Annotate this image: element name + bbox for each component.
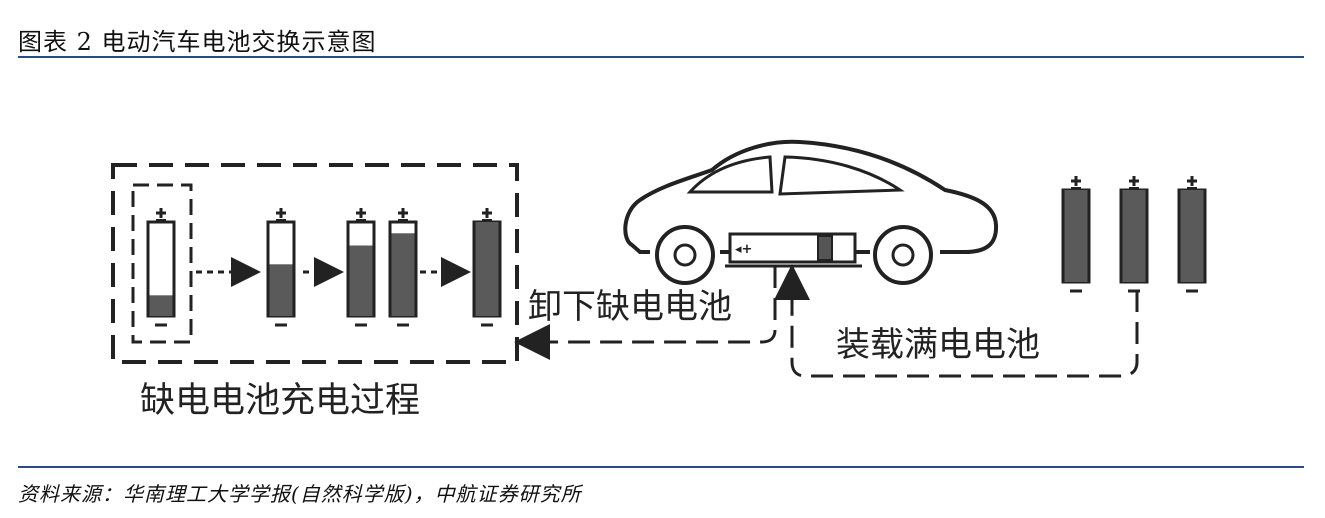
battery-icon [1177, 176, 1207, 293]
battery-charge-fill [1122, 190, 1146, 282]
unload-label: 卸下缺电电池 [528, 287, 732, 327]
charging-process-label: 缺电电池充电过程 [140, 381, 420, 421]
charging-battery-group [146, 208, 502, 327]
top-rule [18, 56, 1304, 58]
first-battery-frame [131, 183, 193, 344]
battery-charge-fill [475, 222, 499, 316]
charging-process-frame [111, 163, 519, 364]
svg-text:◂+: ◂+ [735, 242, 752, 257]
figure-title: 图表 2 电动汽车电池交换示意图 [18, 28, 377, 56]
figure-source: 资料来源：华南理工大学学报(自然科学版)，中航证券研究所 [18, 482, 582, 506]
battery-charge-fill [349, 245, 373, 316]
load-label: 装载满电电池 [836, 325, 1040, 365]
electric-car-icon: ◂+ [623, 139, 999, 285]
battery-charge-fill [1064, 190, 1088, 282]
battery-charge-fill [149, 295, 173, 316]
full-battery-group [1061, 176, 1207, 293]
battery-icon [1061, 176, 1091, 293]
bottom-rule [18, 466, 1304, 468]
load-arrow [774, 264, 1139, 378]
battery-charge-fill [391, 233, 415, 316]
unload-arrow [514, 266, 777, 360]
battery-icon [346, 208, 376, 327]
battery-icon [146, 208, 176, 327]
battery-icon [1119, 176, 1149, 293]
battery-icon [266, 208, 296, 327]
battery-charge-fill [1180, 190, 1204, 282]
battery-charge-fill [269, 264, 293, 316]
battery-icon [388, 208, 418, 327]
battery-icon [472, 208, 502, 327]
